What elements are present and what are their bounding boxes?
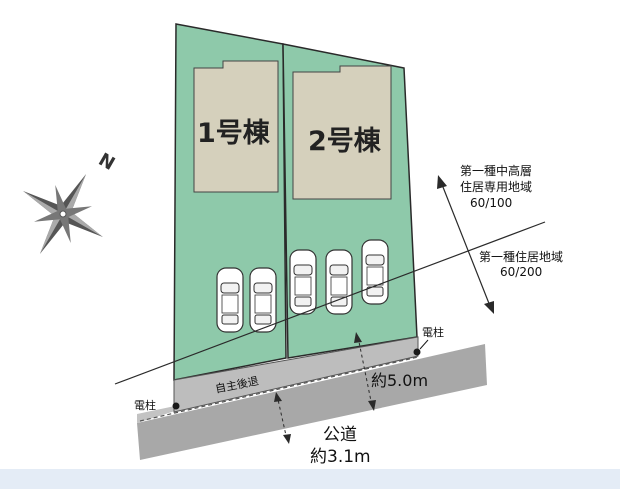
- bottom-band: [0, 469, 620, 489]
- parked-car-1: [216, 267, 244, 333]
- zone-lower-line2: 60/200: [500, 265, 542, 279]
- parking-cars: [216, 239, 389, 333]
- zone-upper-line2: 住居専用地域: [460, 180, 532, 194]
- private-road-width: 約5.0m: [371, 371, 428, 390]
- north-label: N: [95, 149, 119, 175]
- utility-pole-left-marker: [172, 402, 180, 410]
- zone-upper-line3: 60/100: [470, 196, 512, 210]
- utility-pole-left-label: 電柱: [134, 398, 156, 412]
- building-1-label: 1号棟: [197, 118, 271, 149]
- setback-area: [173, 336, 419, 413]
- zone-upper-line1: 第一種中高層: [460, 163, 532, 178]
- utility-pole-right-leader: [419, 339, 429, 350]
- private-road-dimension: [354, 332, 376, 411]
- zoning-boundary-line: [114, 221, 546, 385]
- public-road: [137, 344, 487, 460]
- public-road-name: 公道: [323, 425, 357, 445]
- parked-car-3: [289, 249, 317, 315]
- parked-car-2: [249, 267, 277, 333]
- utility-pole-right-marker: [413, 348, 421, 356]
- building-2-label: 2号棟: [308, 126, 382, 157]
- parked-car-4: [325, 249, 353, 315]
- utility-pole-right-label: 電柱: [422, 325, 444, 339]
- parked-car-5: [361, 239, 389, 305]
- public-road-dimension: [274, 392, 291, 444]
- building-2: [292, 65, 392, 200]
- building-1: [193, 60, 279, 193]
- zone-lower-line1: 第一種住居地域: [479, 250, 563, 264]
- zoning-arrow: [437, 175, 494, 314]
- road-edge-dashed: [139, 356, 419, 422]
- compass-rose-icon: [23, 174, 103, 254]
- public-road-width: 約3.1m: [310, 447, 371, 467]
